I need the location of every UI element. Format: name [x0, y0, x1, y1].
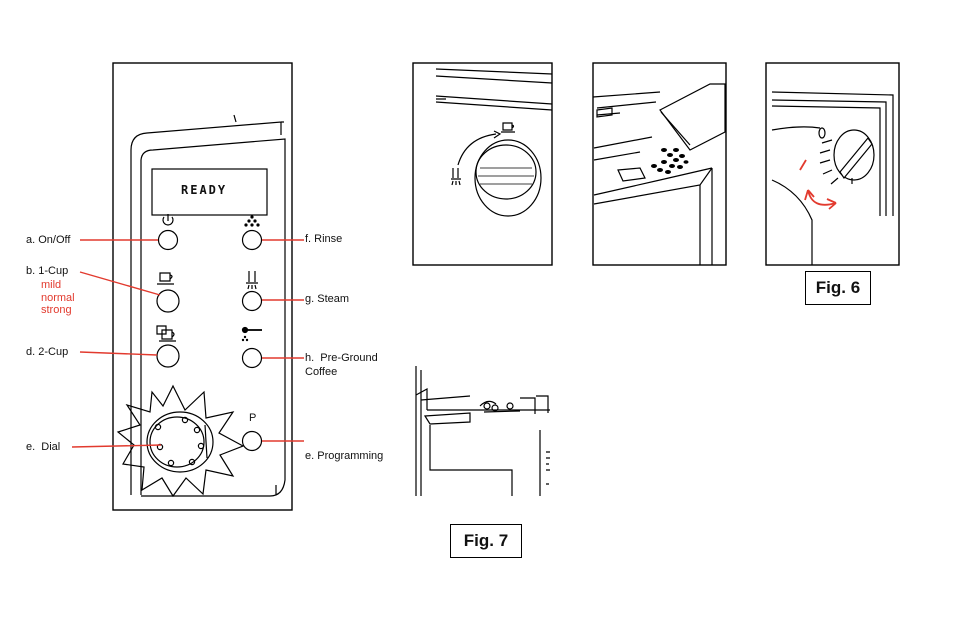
label-leader-lines	[71, 239, 304, 448]
rinse-button[interactable]	[241, 229, 263, 251]
selection-dial[interactable]	[146, 411, 214, 473]
cup-icon	[157, 272, 174, 285]
label-steam: g. Steam	[305, 293, 350, 305]
grind-adjust-illustration	[765, 62, 900, 266]
steam-button[interactable]	[241, 290, 263, 312]
fig7-caption: Fig. 7	[450, 524, 522, 558]
power-icon	[162, 214, 174, 226]
label-preground-line2: Coffee	[305, 366, 338, 378]
programming-key-letter: P	[249, 412, 257, 424]
label-on-off: a. On/Off	[26, 234, 71, 246]
dial-starburst	[116, 384, 245, 498]
grind-dial-illustration	[412, 62, 553, 266]
preground-button[interactable]	[241, 347, 263, 369]
steam-nozzle-icon	[246, 271, 258, 290]
label-rinse: f. Rinse	[305, 233, 343, 245]
label-two-cup: d. 2-Cup	[26, 346, 69, 358]
programming-button[interactable]	[241, 430, 263, 452]
on-off-button[interactable]	[157, 229, 179, 251]
rotate-arrows	[799, 159, 837, 210]
two-cup-icon	[156, 325, 176, 342]
water-tank-illustration	[415, 366, 550, 496]
fig6-caption: Fig. 6	[805, 271, 871, 305]
control-panel-illustration	[112, 62, 293, 511]
bean-filling-illustration	[592, 62, 727, 266]
one-cup-button[interactable]	[156, 289, 180, 313]
display-readout: READY	[181, 183, 228, 197]
label-strength-strong: strong	[41, 304, 72, 316]
label-programming: e. Programming	[305, 450, 384, 462]
label-preground-line1: h. Pre-Ground	[305, 352, 378, 364]
label-dial: e. Dial	[26, 441, 61, 453]
two-cup-button[interactable]	[156, 344, 180, 368]
label-one-cup: b. 1-Cup	[26, 265, 69, 277]
rinse-drops-icon	[244, 215, 260, 227]
ground-coffee-scoop-icon	[241, 326, 262, 342]
label-strength-normal: normal	[41, 292, 75, 304]
label-strength-mild: mild	[41, 279, 62, 291]
